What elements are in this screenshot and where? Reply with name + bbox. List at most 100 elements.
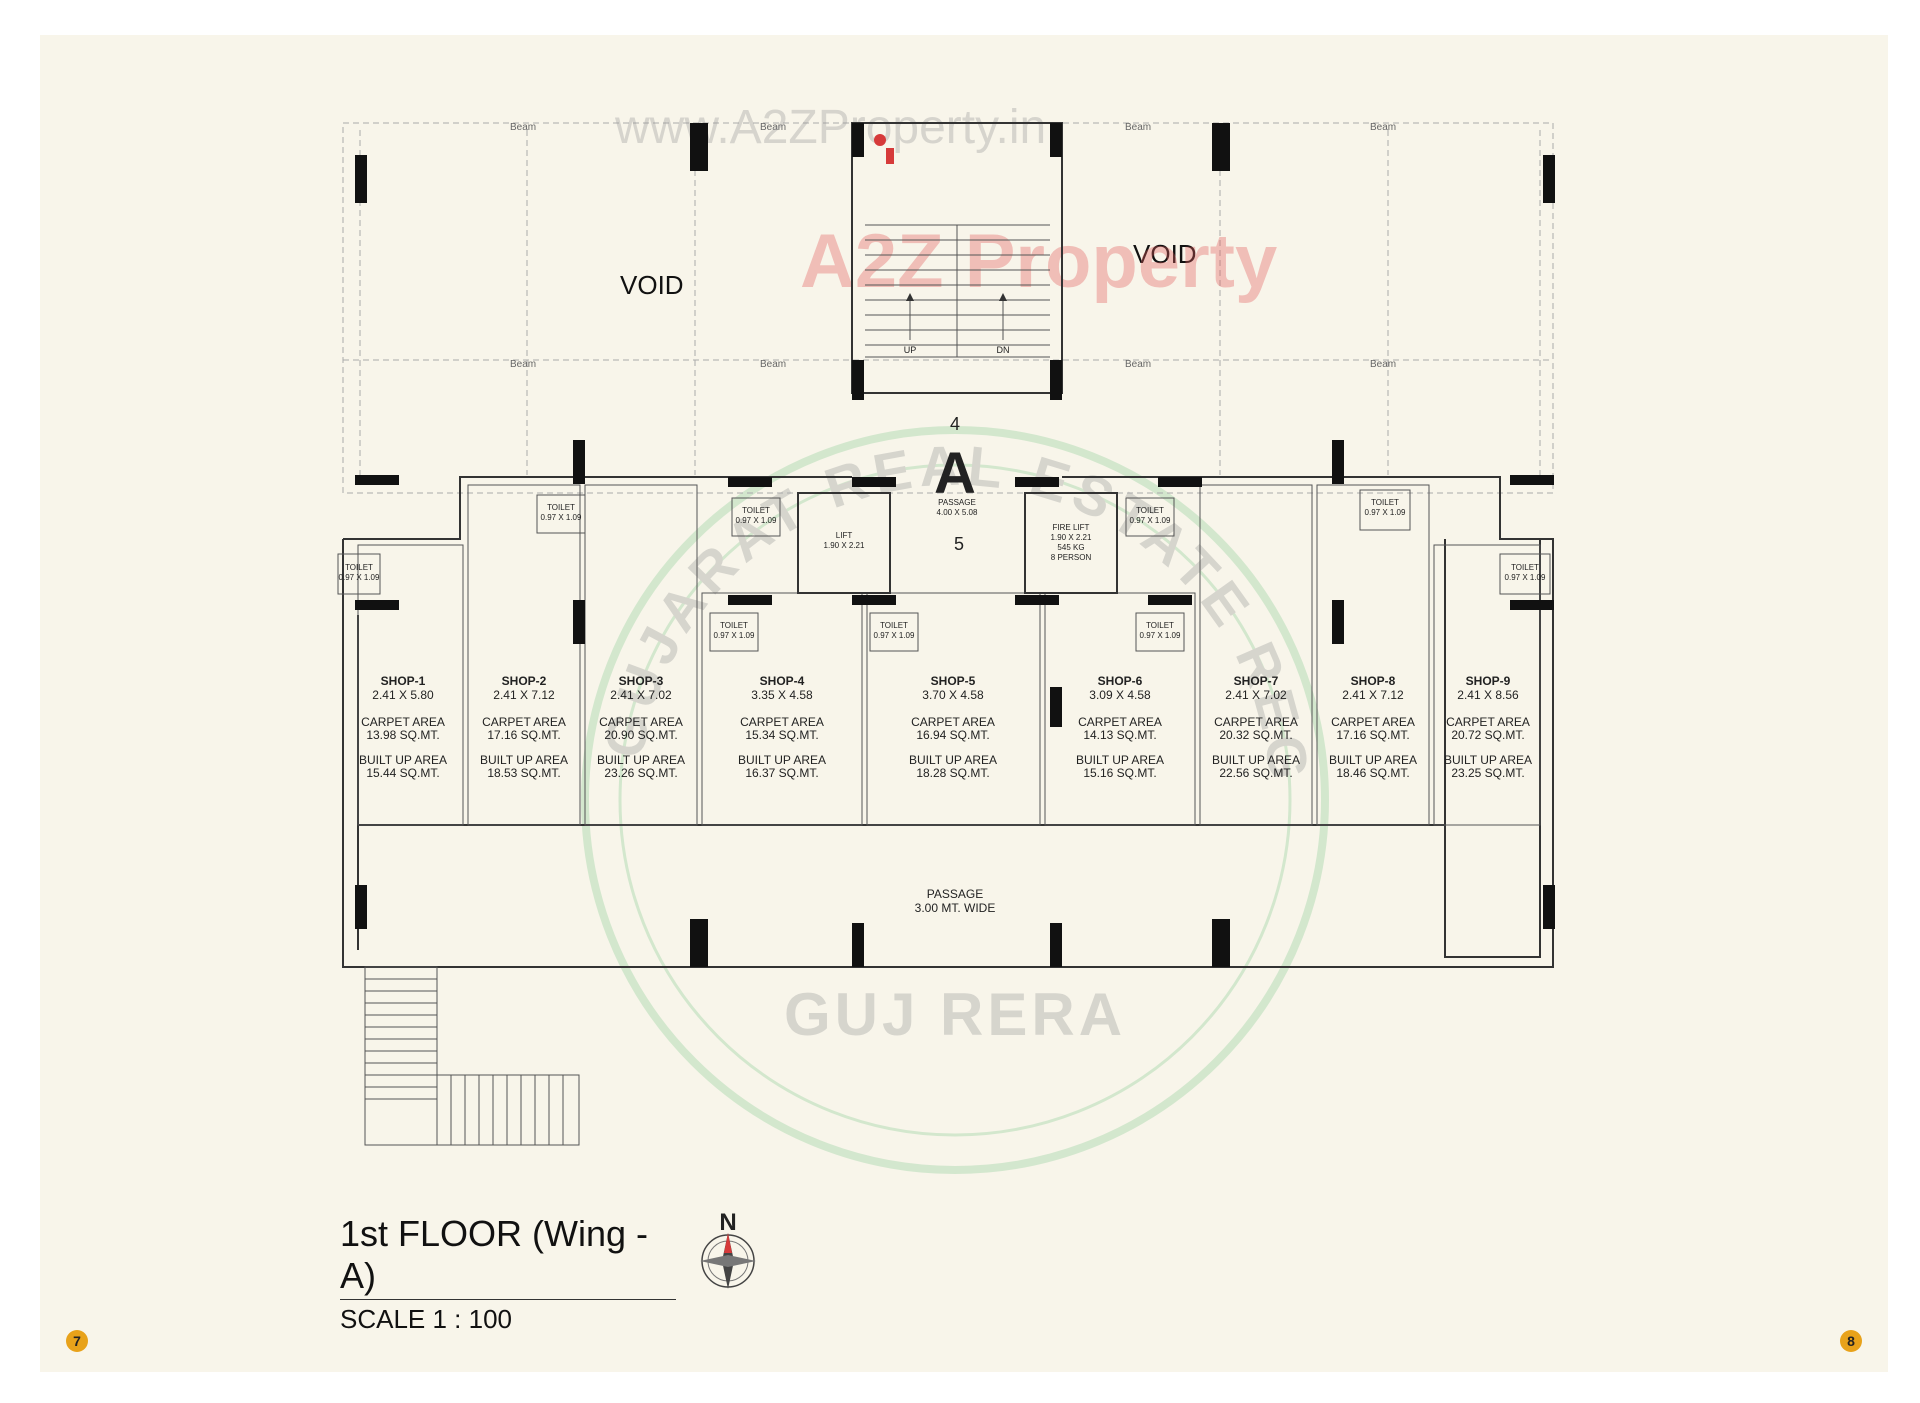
page-number-right: 8 <box>1840 1330 1862 1352</box>
fire-lift-persons: 8 PERSON <box>1051 553 1092 562</box>
shop-size: 2.41 X 7.12 <box>493 688 555 702</box>
toilet-label: TOILET <box>1511 563 1539 572</box>
toilet-label: TOILET <box>547 503 575 512</box>
carpet-area-value: 17.16 SQ.MT. <box>487 728 560 742</box>
beam-label: Beam <box>760 122 786 133</box>
shop-name: SHOP-3 <box>619 674 664 688</box>
built-up-area-value: 16.37 SQ.MT. <box>745 766 818 780</box>
toilet-label: TOILET <box>742 506 770 515</box>
seal-bottom-text: GUJ RERA <box>784 981 1126 1048</box>
beam-label: Beam <box>510 359 536 370</box>
beam-label: Beam <box>760 359 786 370</box>
carpet-area-value: 15.34 SQ.MT. <box>745 728 818 742</box>
shop-name: SHOP-5 <box>931 674 976 688</box>
title-block: 1st FLOOR (Wing - A) SCALE 1 : 100 <box>340 1213 676 1335</box>
built-up-area-value: 15.44 SQ.MT. <box>366 766 439 780</box>
carpet-area-label: CARPET AREA <box>482 715 566 729</box>
toilet-size: 0.97 X 1.09 <box>1130 516 1171 525</box>
stair-treads <box>865 239 1050 358</box>
toilet-label: TOILET <box>1136 506 1164 515</box>
built-up-area-value: 18.28 SQ.MT. <box>916 766 989 780</box>
north-label: N <box>719 1209 736 1236</box>
toilet-size: 0.97 X 1.09 <box>541 513 582 522</box>
toilet-size: 0.97 X 1.09 <box>339 573 380 582</box>
fire-extinguisher-icon <box>874 134 894 164</box>
shop-name: SHOP-4 <box>760 674 805 688</box>
shop-size: 3.09 X 4.58 <box>1089 688 1151 702</box>
built-up-area-label: BUILT UP AREA <box>359 753 447 767</box>
wing-letter: A <box>934 441 976 506</box>
fire-lift-capacity: 545 KG <box>1057 543 1084 552</box>
landing-number-top: 4 <box>950 414 960 434</box>
beam-label: Beam <box>1125 122 1151 133</box>
structural-columns <box>355 123 1555 967</box>
floor-plan: GUJARAT REAL ESTATE REGULATORY AUTHORITY… <box>40 35 1555 1289</box>
carpet-area-value: 13.98 SQ.MT. <box>366 728 439 742</box>
beam-label: Beam <box>510 122 536 133</box>
stair-up-label: UP <box>904 345 917 355</box>
shop-size: 2.41 X 7.12 <box>1342 688 1404 702</box>
lift-label: LIFT <box>836 531 853 540</box>
carpet-area-value: 20.72 SQ.MT. <box>1451 728 1524 742</box>
toilet-label: TOILET <box>1371 498 1399 507</box>
shop-name: SHOP-8 <box>1351 674 1396 688</box>
beam-label: Beam <box>1125 359 1151 370</box>
shop-size: 2.41 X 7.02 <box>1225 688 1287 702</box>
lift-core: LIFT 1.90 X 2.21 PASSAGE 4.00 X 5.08 FIR… <box>797 492 1118 594</box>
void-label-left: VOID <box>620 270 684 300</box>
shop-size: 3.35 X 4.58 <box>751 688 813 702</box>
toilet-size: 0.97 X 1.09 <box>1365 508 1406 517</box>
built-up-area-value: 23.26 SQ.MT. <box>604 766 677 780</box>
beam-label: Beam <box>1370 359 1396 370</box>
beam-label: Beam <box>1370 122 1396 133</box>
main-passage-width: 3.00 MT. WIDE <box>915 901 996 915</box>
stair-down-label: DN <box>997 345 1010 355</box>
floor-title: 1st FLOOR (Wing - A) <box>340 1213 676 1300</box>
toilet-label: TOILET <box>345 563 373 572</box>
carpet-area-value: 16.94 SQ.MT. <box>916 728 989 742</box>
entrance-stair <box>364 966 580 1146</box>
shop-size: 2.41 X 8.56 <box>1457 688 1519 702</box>
lift-size: 1.90 X 2.21 <box>824 541 865 550</box>
carpet-area-label: CARPET AREA <box>599 715 683 729</box>
carpet-area-label: CARPET AREA <box>740 715 824 729</box>
inner-passage-size: 4.00 X 5.08 <box>937 508 978 517</box>
built-up-area-value: 22.56 SQ.MT. <box>1219 766 1292 780</box>
carpet-area-label: CARPET AREA <box>1078 715 1162 729</box>
toilet-size: 0.97 X 1.09 <box>714 631 755 640</box>
shop-name: SHOP-1 <box>381 674 426 688</box>
carpet-area-label: CARPET AREA <box>911 715 995 729</box>
stair-core: UP DN <box>851 122 1063 394</box>
carpet-area-label: CARPET AREA <box>361 715 445 729</box>
fire-lift-size: 1.90 X 2.21 <box>1051 533 1092 542</box>
drawing-sheet: GUJARAT REAL ESTATE REGULATORY AUTHORITY… <box>40 35 1888 1372</box>
watermark-brand: A2Z Property <box>800 219 1277 304</box>
built-up-area-label: BUILT UP AREA <box>597 753 685 767</box>
inner-passage-label: PASSAGE <box>938 498 976 507</box>
void-label-right: VOID <box>1133 239 1197 269</box>
carpet-area-value: 20.90 SQ.MT. <box>604 728 677 742</box>
toilet-size: 0.97 X 1.09 <box>736 516 777 525</box>
landing-number-bottom: 5 <box>954 534 964 554</box>
shop-name: SHOP-2 <box>502 674 547 688</box>
beam-labels: Beam Beam Beam Beam Beam Beam Beam Beam <box>510 122 1396 370</box>
shop-name: SHOP-7 <box>1234 674 1279 688</box>
watermark-url: www.A2ZProperty.in <box>614 101 1046 154</box>
toilet-size: 0.97 X 1.09 <box>1505 573 1546 582</box>
carpet-area-label: CARPET AREA <box>1446 715 1530 729</box>
built-up-area-value: 18.46 SQ.MT. <box>1336 766 1409 780</box>
toilet-label: TOILET <box>720 621 748 630</box>
built-up-area-label: BUILT UP AREA <box>1212 753 1300 767</box>
fire-lift-label: FIRE LIFT <box>1053 523 1090 532</box>
toilet-label: TOILET <box>880 621 908 630</box>
shop-size: 3.70 X 4.58 <box>922 688 984 702</box>
carpet-area-value: 14.13 SQ.MT. <box>1083 728 1156 742</box>
carpet-area-label: CARPET AREA <box>1214 715 1298 729</box>
toilets: TOILET 0.97 X 1.09 TOILET 0.97 X 1.09 TO… <box>337 489 1551 652</box>
carpet-area-value: 20.32 SQ.MT. <box>1219 728 1292 742</box>
toilet-size: 0.97 X 1.09 <box>874 631 915 640</box>
built-up-area-label: BUILT UP AREA <box>909 753 997 767</box>
main-passage-label: PASSAGE <box>927 887 983 901</box>
scale-label: SCALE 1 : 100 <box>340 1304 512 1334</box>
